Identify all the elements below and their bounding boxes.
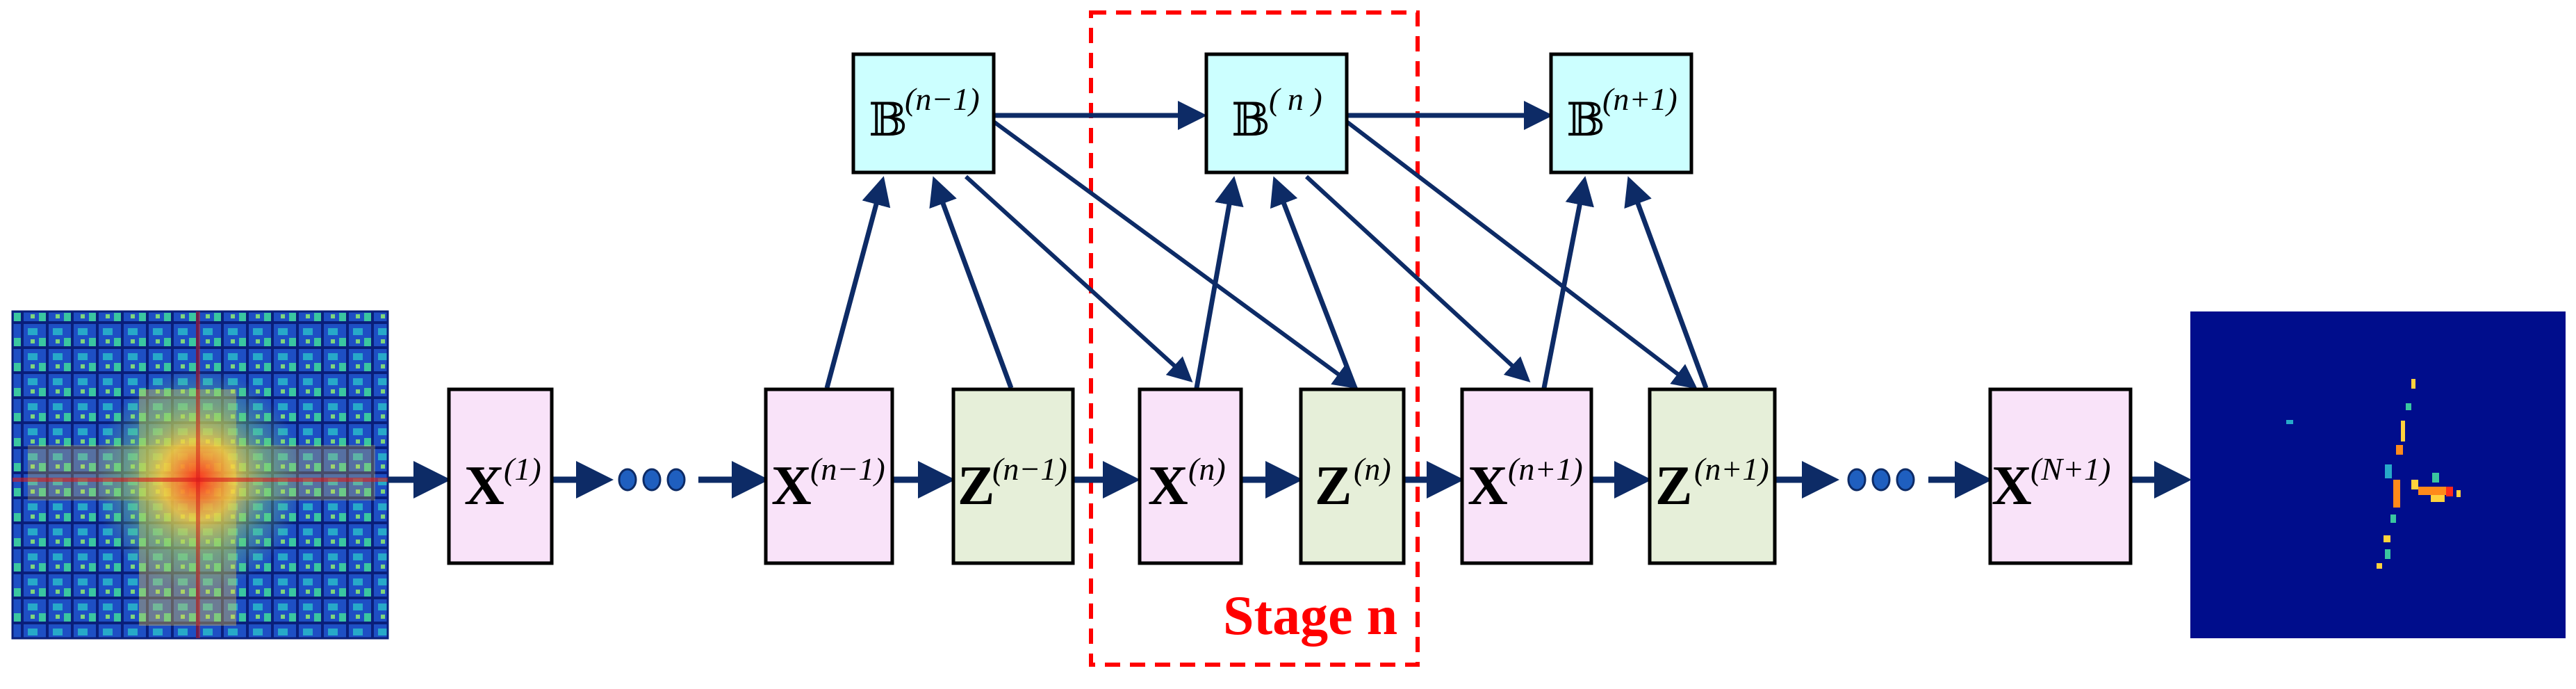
up-arrows <box>824 176 1709 389</box>
stage-label: Stage n <box>1223 585 1397 647</box>
svg-text:𝔹: 𝔹 <box>869 93 908 147</box>
b-box-n-plus-1: 𝔹 (n+1) <box>1549 52 1693 175</box>
svg-text:(n+1): (n+1) <box>1508 451 1583 487</box>
svg-text:(n−1): (n−1) <box>992 451 1067 487</box>
x-box-n-minus-1: X (n−1) <box>764 387 894 565</box>
output-reconstruction-image <box>2190 311 2566 638</box>
svg-text:(n−1): (n−1) <box>905 81 980 117</box>
svg-text:(n): (n) <box>1354 451 1391 487</box>
x-box-n-plus-1: X (n+1) <box>1460 387 1593 565</box>
svg-text:X: X <box>1992 455 2032 517</box>
svg-text:(n−1): (n−1) <box>810 451 885 487</box>
z-box-n: Z (n) <box>1299 387 1406 565</box>
svg-text:(n+1): (n+1) <box>1694 451 1769 487</box>
svg-text:(n+1): (n+1) <box>1602 81 1677 117</box>
svg-text:X: X <box>464 455 504 517</box>
svg-text:Z: Z <box>1655 455 1692 517</box>
svg-text:(n): (n) <box>1188 451 1226 487</box>
x-box-1: X (1) <box>447 387 554 565</box>
svg-text:𝔹: 𝔹 <box>1231 93 1270 147</box>
b-box-n: 𝔹 ( n ) <box>1204 52 1349 175</box>
input-heatmap-image <box>11 310 389 640</box>
svg-text:Z: Z <box>958 455 994 517</box>
svg-text:(1): (1) <box>504 451 541 487</box>
down-arrows <box>964 120 1698 389</box>
svg-text:X: X <box>771 455 812 517</box>
z-box-n-minus-1: Z (n−1) <box>951 387 1075 565</box>
ellipsis-dots-left <box>618 468 686 492</box>
svg-text:(N+1): (N+1) <box>2031 451 2110 487</box>
svg-text:𝔹: 𝔹 <box>1566 93 1605 147</box>
svg-text:Z: Z <box>1315 455 1352 517</box>
x-box-N-plus-1: X (N+1) <box>1988 387 2133 565</box>
z-box-n-plus-1: Z (n+1) <box>1648 387 1777 565</box>
b-box-n-minus-1: 𝔹 (n−1) <box>851 52 996 175</box>
svg-text:X: X <box>1468 455 1508 517</box>
x-box-n: X (n) <box>1138 387 1243 565</box>
svg-text:( n ): ( n ) <box>1269 81 1322 117</box>
ellipsis-dots-right <box>1847 468 1915 492</box>
stage-boundary <box>1089 10 1420 667</box>
svg-text:X: X <box>1148 455 1188 517</box>
